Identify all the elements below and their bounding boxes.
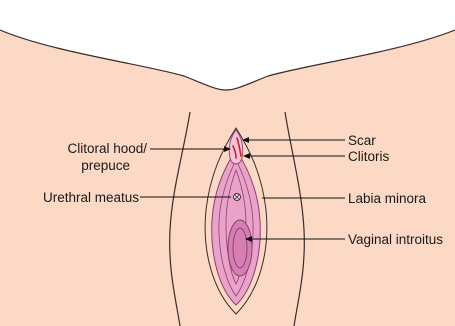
label-labia-minora: Labia minora	[348, 191, 427, 206]
label-urethral-meatus: Urethral meatus	[43, 190, 139, 205]
label-clitoris: Clitoris	[348, 149, 390, 164]
label-vaginal-introitus: Vaginal introitus	[348, 232, 443, 247]
label-clitoral-hood-line2: prepuce	[81, 158, 130, 173]
label-clitoral-hood-line1: Clitoral hood/	[67, 141, 147, 156]
label-scar: Scar	[348, 133, 376, 148]
